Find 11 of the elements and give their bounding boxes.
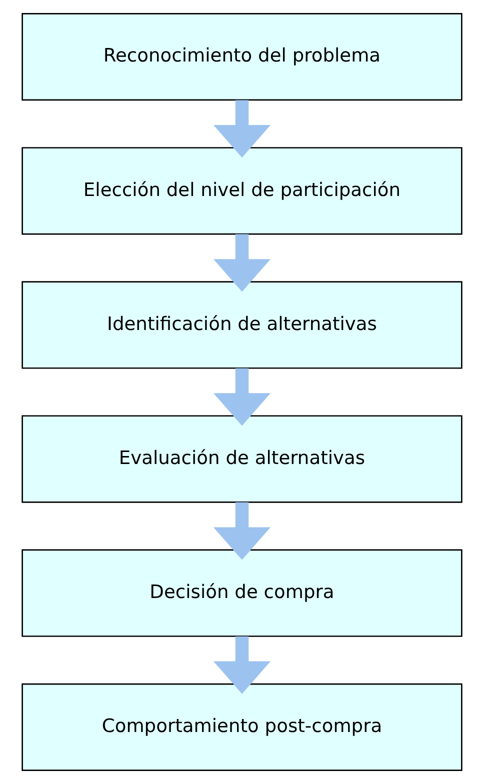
- arrow: [213, 100, 271, 158]
- arrow: [213, 636, 271, 694]
- arrow: [213, 502, 271, 560]
- node-box: Evaluación de alternativas: [22, 415, 462, 503]
- arrow: [213, 234, 271, 292]
- node-box: Elección del nivel de participación: [22, 147, 462, 235]
- node-box: Comportamiento post-compra: [22, 683, 462, 771]
- node-box: Reconocimiento del problema: [22, 13, 462, 101]
- node-box: Decisión de compra: [22, 549, 462, 637]
- node-box: Identificación de alternativas: [22, 281, 462, 369]
- arrow: [213, 368, 271, 426]
